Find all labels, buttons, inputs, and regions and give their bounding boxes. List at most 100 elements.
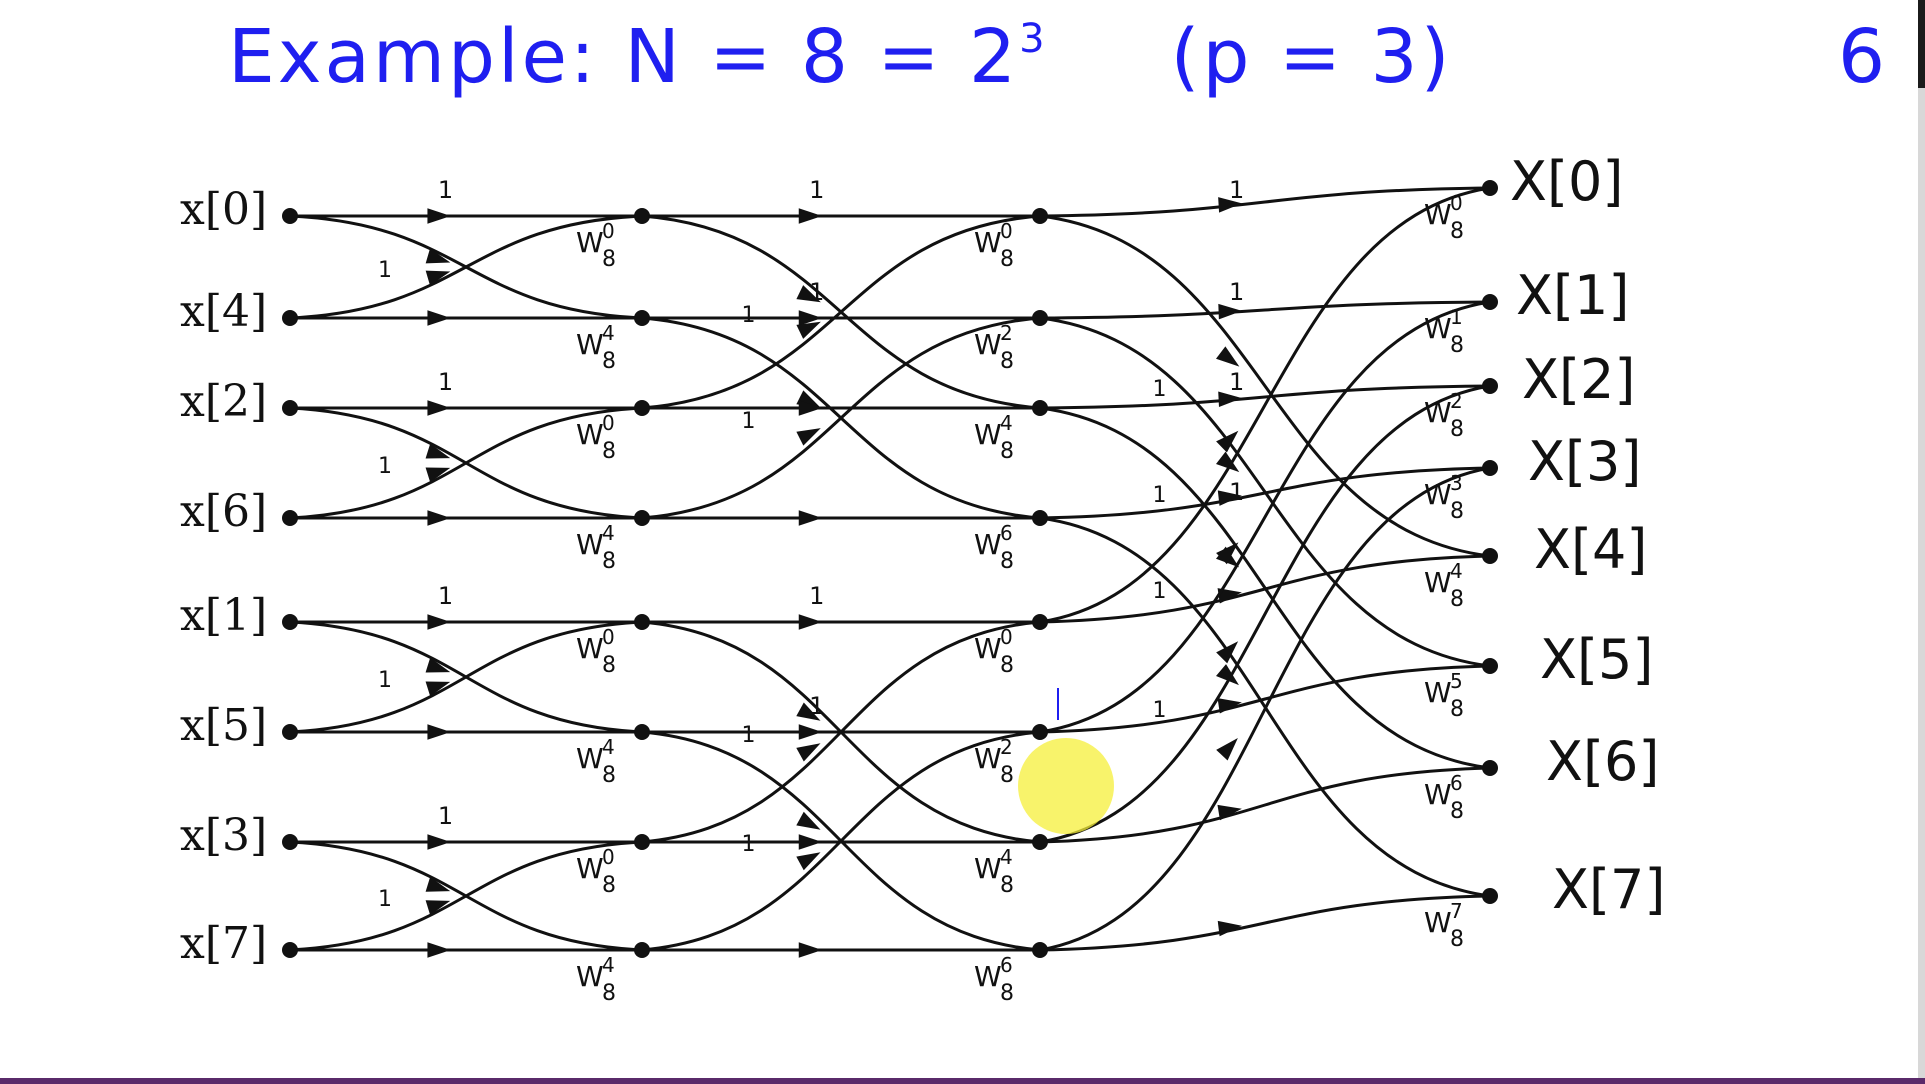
unity-gain-label: 1 [1229,176,1244,204]
stage-node [634,834,650,850]
unity-gain-label: 1 [378,454,392,479]
page-title: Example: N = 8 = 23 (p = 3) [228,14,1452,100]
twiddle-factor-label: W28 [974,735,1014,788]
stage-node [1032,208,1048,224]
unity-gain-label: 1 [438,176,453,204]
arrowhead [1216,542,1239,565]
twiddle-factor-label: W08 [576,411,616,464]
twiddle-base: W [576,528,604,561]
arrowhead [796,428,821,446]
arrowhead [798,834,823,850]
arrowhead [798,400,823,416]
arrowhead [1216,641,1239,664]
output-bin-label: X[3] [1528,430,1642,493]
twiddle-base: W [1424,566,1452,599]
twiddle-base: W [1424,198,1452,231]
flow-graph-nodes [282,180,1498,958]
unity-gain-label: 1 [1153,377,1167,402]
input-node [282,310,298,326]
twiddle-base: W [974,960,1002,993]
twiddle-factor-label: W48 [576,321,616,374]
input-node [282,614,298,630]
unity-gain-label: 1 [438,582,453,610]
arrowhead [796,852,821,871]
arrowhead [798,614,823,630]
twiddle-exponent: 1 [1450,305,1463,329]
unity-gain-label: 1 [378,258,392,283]
twiddle-exponent: 0 [602,625,615,649]
arrowhead [798,208,823,224]
twiddle-exponent: 4 [602,321,615,345]
twiddle-factor-label: W48 [1424,559,1464,612]
output-bin-label: X[0] [1510,150,1624,213]
arrowhead [1217,490,1242,506]
twiddle-exponent: 6 [1450,771,1463,795]
twiddle-factor-label: W68 [974,953,1014,1006]
stage-node [634,724,650,740]
window-right-scrollbar-thumb[interactable] [1918,0,1925,88]
unity-gain-label: 1 [378,887,392,912]
twiddle-exponent: 2 [1000,735,1013,759]
arrowhead [798,942,823,958]
twiddle-subscript: 8 [1450,927,1464,952]
twiddle-base: W [1424,906,1452,939]
output-bin-label: X[6] [1546,730,1660,793]
straight-branch [1039,186,1491,218]
window-bottom-border [0,1078,1925,1084]
twiddle-subscript: 8 [602,653,616,678]
twiddle-exponent: 7 [1450,899,1463,923]
cross-branch [641,214,1041,410]
unity-gain-label: 1 [1153,579,1167,604]
arrowhead [796,285,821,303]
twiddle-factor-label: W08 [1424,191,1464,244]
cross-branch [641,316,1041,520]
stage-node [1032,614,1048,630]
output-node [1482,548,1498,564]
output-bin-label: X[5] [1540,628,1654,691]
unity-gain-label: 1 [809,582,824,610]
arrowhead [427,614,451,630]
twiddle-subscript: 8 [602,981,616,1006]
twiddle-subscript: 8 [1000,653,1014,678]
twiddle-base: W [974,742,1002,775]
twiddle-factor-label: W28 [974,321,1014,374]
unity-gain-label: 1 [742,723,756,748]
arrowhead [1216,664,1239,686]
twiddle-factor-label: W68 [1424,771,1464,824]
twiddle-exponent: 2 [1000,321,1013,345]
input-node [282,510,298,526]
twiddle-subscript: 8 [602,763,616,788]
twiddle-factor-label: W08 [974,219,1014,272]
output-node [1482,294,1498,310]
twiddle-exponent: 4 [602,521,615,545]
twiddle-base: W [974,528,1002,561]
title-text: Example: N = 8 = 2 [228,14,1020,100]
twiddle-base: W [576,328,604,361]
unity-gain-label: 1 [1229,478,1244,506]
cross-branch [1039,186,1491,624]
straight-branch [1039,554,1491,624]
arrowhead [796,321,821,339]
twiddle-base: W [576,226,604,259]
twiddle-base: W [1424,478,1452,511]
arrowhead [427,510,451,526]
twiddle-subscript: 8 [1000,981,1014,1006]
twiddle-base: W [576,742,604,775]
straight-branch [1039,894,1491,952]
twiddle-base: W [1424,778,1452,811]
arrowhead [1216,738,1238,761]
output-node [1482,180,1498,196]
arrowhead [427,942,451,958]
output-bin-label: X[2] [1522,348,1636,411]
twiddle-factor-label: W68 [974,521,1014,574]
unity-gain-label: 1 [378,668,392,693]
arrowhead [427,208,451,224]
twiddle-base: W [1424,676,1452,709]
twiddle-exponent: 0 [602,219,615,243]
stage-node [1032,310,1048,326]
twiddle-factor-label: W08 [576,845,616,898]
twiddle-factor-label: W28 [1424,389,1464,442]
arrowhead [425,467,451,483]
stage-node [634,510,650,526]
arrowhead [1217,920,1242,937]
